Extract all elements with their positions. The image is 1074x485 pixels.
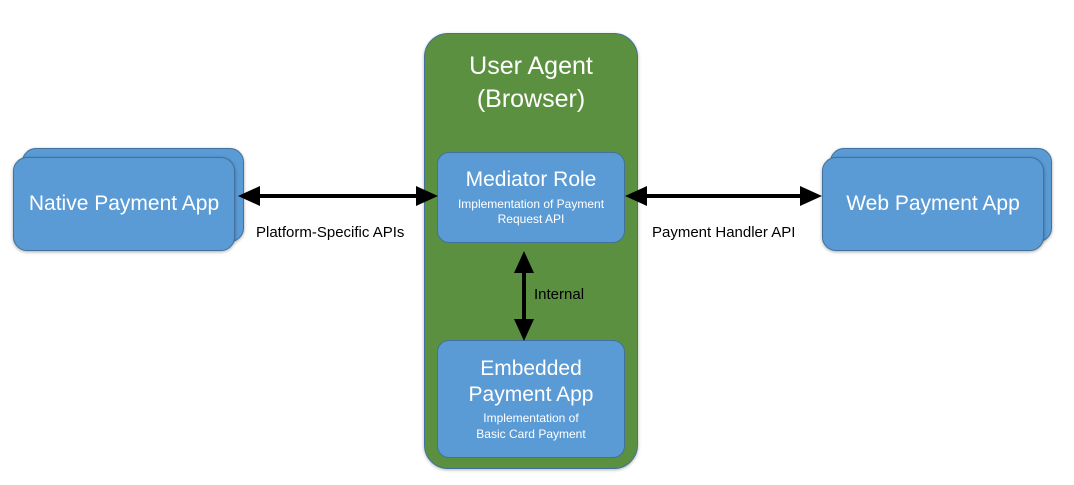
mediator-role-subtitle: Implementation of Payment Request API <box>457 196 605 226</box>
web-payment-app-label: Web Payment App <box>846 191 1020 215</box>
user-agent-title: User Agent (Browser) <box>424 50 638 115</box>
mediator-role-node[interactable]: Mediator Role Implementation of Payment … <box>437 152 625 243</box>
user-agent-title-line2: (Browser) <box>476 84 586 113</box>
platform-specific-apis-label: Platform-Specific APIs <box>256 224 405 241</box>
internal-label: Internal <box>534 286 585 303</box>
payment-handler-api-label: Payment Handler API <box>652 224 796 241</box>
embedded-payment-app-subtitle: Implementation of Basic Card Payment <box>476 411 586 441</box>
web-payment-app-node[interactable]: Web Payment App <box>822 157 1044 251</box>
user-agent-title-line1: User Agent <box>469 52 593 80</box>
payment-handler-api-arrow <box>625 186 822 206</box>
embedded-payment-app-title: Embedded Payment App <box>468 357 594 406</box>
native-payment-app-node[interactable]: Native Payment App <box>13 157 235 251</box>
internal-arrow <box>514 251 534 341</box>
mediator-role-title: Mediator Role <box>465 167 597 191</box>
native-payment-app-label: Native Payment App <box>28 191 220 215</box>
platform-specific-apis-arrow <box>238 186 438 206</box>
embedded-payment-app-node[interactable]: Embedded Payment App Implementation of B… <box>437 340 625 458</box>
